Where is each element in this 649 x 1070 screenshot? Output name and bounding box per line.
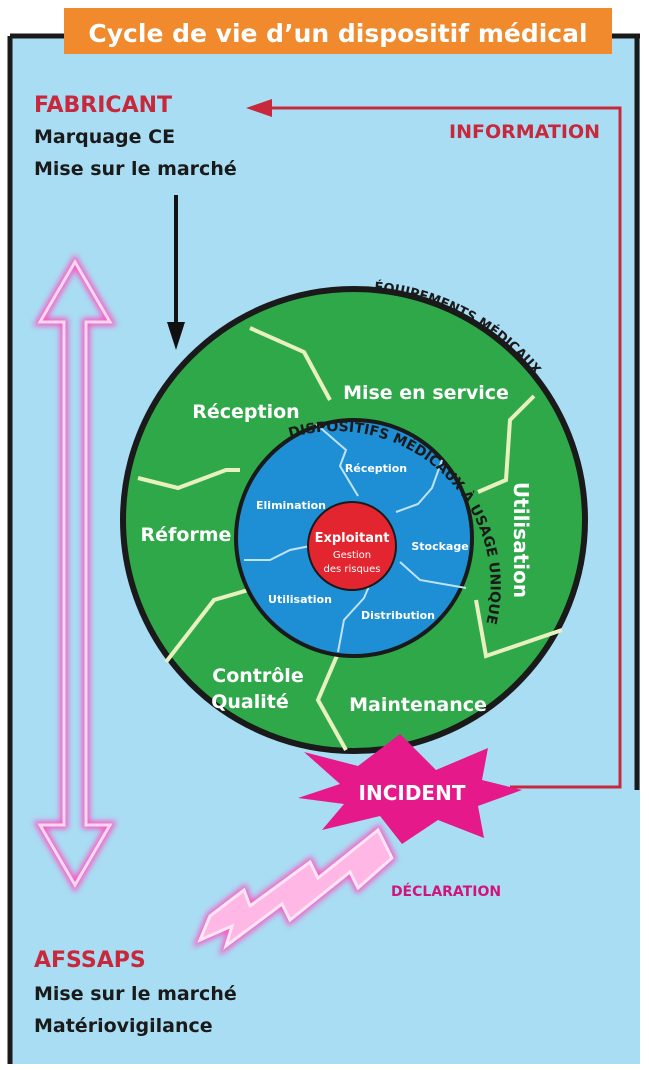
afssaps-line-2: Matériovigilance [34,1015,213,1037]
fabricant-down-arrow [167,195,185,350]
information-label: INFORMATION [449,121,600,143]
declaration-label: DÉCLARATION [391,883,501,900]
fabricant-line-1: Marquage CE [34,126,175,148]
outer-reception-label: Réception [192,401,299,423]
outer-utilisation-label: Utilisation [509,482,533,598]
center-exploitant-circle [307,501,397,591]
incident-starburst [298,734,522,844]
fabricant-line-2: Mise sur le marché [34,158,237,180]
center-title: Exploitant [315,531,390,546]
inner-reception-label: Réception [345,462,407,475]
outer-maintenance-label: Maintenance [349,694,487,716]
neon-double-arrow [33,254,117,893]
declaration-bolt-arrow [192,823,397,957]
diagram-title: Cycle de vie d’un dispositif médical [88,19,587,48]
inner-stockage-label: Stockage [411,540,468,553]
title-bar [64,8,612,54]
center-line-2: des risques [323,564,380,575]
inner-utilisation-label: Utilisation [268,593,332,606]
information-arrow [246,99,622,789]
outer-reforme-label: Réforme [141,524,232,546]
fabricant-heading: FABRICANT [34,93,172,118]
incident-label: INCIDENT [359,781,466,805]
outer-mise-en-service-label: Mise en service [343,382,509,404]
outer-qualite-label: Qualité [211,691,289,713]
afssaps-line-1: Mise sur le marché [34,983,237,1005]
inner-distribution-label: Distribution [361,609,435,622]
inner-elimination-label: Elimination [256,499,326,512]
afssaps-heading: AFSSAPS [34,948,146,973]
panel-border [7,33,640,1064]
outer-controle-label: Contrôle [212,665,303,687]
inner-segment-lines [244,423,467,653]
center-line-1: Gestion [333,550,371,561]
